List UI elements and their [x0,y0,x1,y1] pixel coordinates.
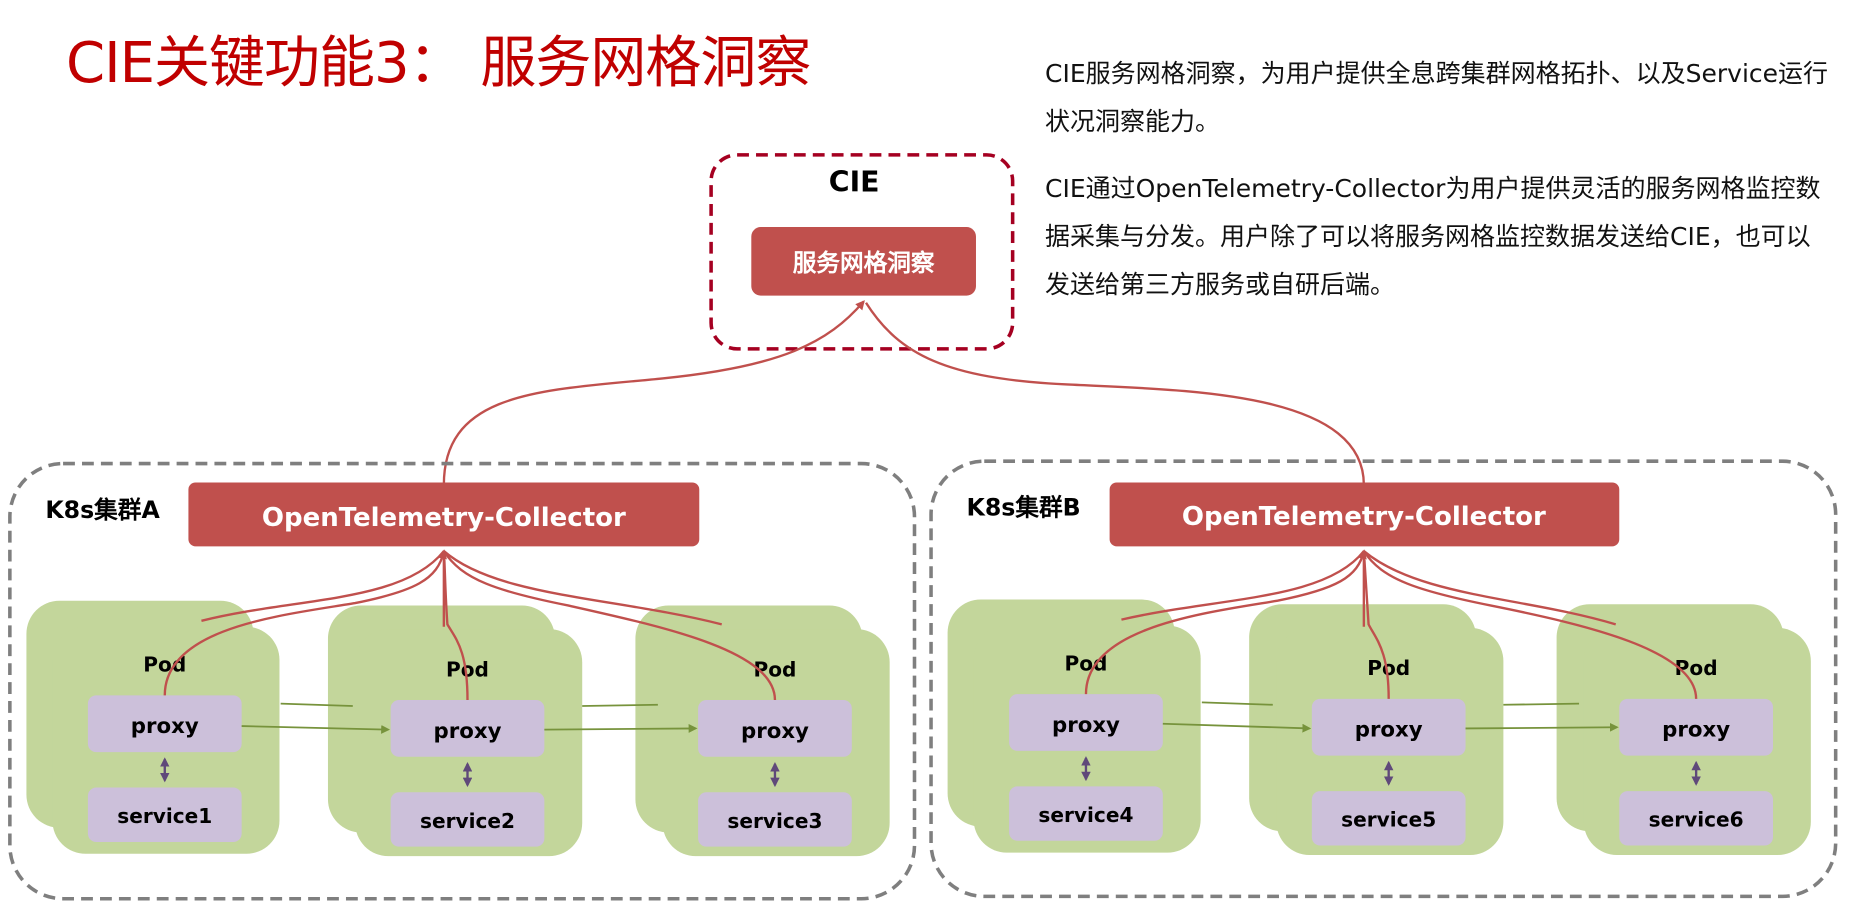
traffic-line [1201,701,1273,706]
proxy-b3-label: proxy [1662,718,1730,743]
cluster-b-border [929,459,1838,899]
service5-box[interactable] [1311,791,1466,846]
pod-a2: Pod proxy service2 [327,605,583,857]
proxy-a1[interactable] [87,695,242,753]
cie-feature-box[interactable] [751,227,976,296]
service2-label: service2 [420,809,515,833]
collector-b[interactable] [1109,482,1620,547]
description-paragraph-1: CIE服务网格洞察，为用户提供全息跨集群网格拓扑、以及Service运行状况洞察… [1045,59,1829,136]
pod-a3: Pod proxy service3 [635,605,890,857]
telemetry-line-cluster-a-to-cie [442,300,865,485]
collector-a-label: OpenTelemetry-Collector [262,503,626,533]
description-paragraph-2: CIE通过OpenTelemetry-Collector为用户提供灵活的服务网格… [1045,174,1821,299]
cie-feature-label: 服务网格洞察 [793,249,935,277]
cluster-b: K8s集群B OpenTelemetry-Collector Pod proxy… [929,459,1838,899]
service1-label: service1 [117,804,212,828]
traffic-arrow-b2-b3 [1465,722,1619,732]
service5-label: service5 [1341,808,1436,832]
proxy-b1-label: proxy [1052,713,1120,738]
cluster-a-border [8,461,917,901]
pod-b3: Pod proxy service6 [1556,604,1811,855]
telemetry-lines-a [163,549,777,701]
proxy-a3-label: proxy [741,719,809,744]
traffic-line [280,702,353,707]
proxy-a1-label: proxy [131,714,199,739]
service3-box[interactable] [698,792,852,847]
cie-label: CIE [829,166,880,199]
traffic-arrow-b1-b2 [1162,722,1312,733]
proxy-b1[interactable] [1009,694,1163,751]
telemetry-lines-b [1084,549,1698,699]
service3-label: service3 [727,809,822,833]
pod-a1-label: Pod [143,653,186,677]
proxy-a2-label: proxy [434,719,502,744]
service6-box[interactable] [1619,791,1774,846]
proxy-b2[interactable] [1311,698,1466,756]
pod-a1: Pod proxy service1 [26,600,280,854]
service4-box[interactable] [1009,786,1163,841]
service6-label: service6 [1649,808,1744,832]
proxy-a2[interactable] [390,700,545,757]
service4-label: service4 [1038,803,1133,827]
traffic-line [582,703,658,707]
pod-b1: Pod proxy service4 [947,599,1201,853]
pod-b2: Pod proxy service5 [1249,604,1504,855]
pod-a3-label: Pod [753,657,796,681]
cie-container: CIE 服务网格洞察 [709,153,1015,351]
slide-title: CIE关键功能3： 服务网格洞察 [66,31,811,96]
traffic-arrow-a2-a3 [544,724,698,733]
proxy-b2-label: proxy [1355,718,1423,743]
cluster-a: K8s集群A OpenTelemetry-Collector Pod proxy… [8,461,917,901]
proxy-b3[interactable] [1619,698,1774,756]
pod-b1-label: Pod [1064,651,1107,675]
telemetry-line-cluster-b-to-cie [865,302,1366,485]
collector-a[interactable] [188,482,700,547]
service1-box[interactable] [87,787,242,842]
cie-border [709,153,1015,351]
cluster-b-label: K8s集群B [967,494,1081,522]
service2-box[interactable] [390,792,545,847]
traffic-arrow-a1-a2 [241,725,391,734]
pod-b3-label: Pod [1675,656,1718,680]
cluster-a-label: K8s集群A [45,496,160,524]
proxy-a3[interactable] [698,700,852,757]
traffic-line [1503,702,1580,706]
collector-b-label: OpenTelemetry-Collector [1182,502,1546,532]
